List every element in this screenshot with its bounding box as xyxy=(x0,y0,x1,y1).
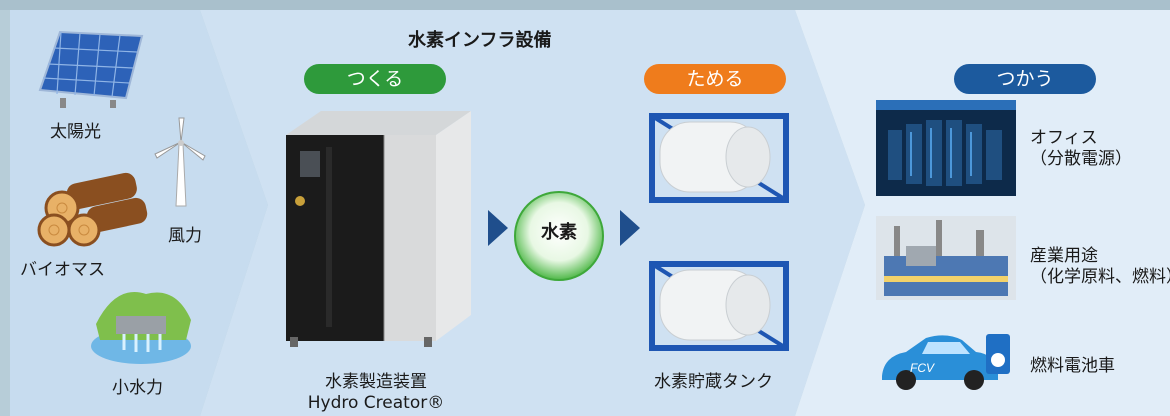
fcv-car-icon: FCV xyxy=(882,334,1010,390)
source-biomass-label: バイオマス xyxy=(20,260,105,280)
svg-text:FCV: FCV xyxy=(910,361,935,375)
small-hydro-icon xyxy=(91,292,191,364)
stage-store-pill: ためる xyxy=(644,64,786,94)
source-wind-label: 風力 xyxy=(168,226,202,246)
hydro-creator-device-icon xyxy=(286,111,471,347)
stage-use-pill: つかう xyxy=(954,64,1096,94)
biomass-logs-icon xyxy=(37,172,148,247)
arrow-right-icon xyxy=(620,210,640,246)
device-name-label: 水素製造装置 Hydro Creator® xyxy=(296,372,456,415)
use-office-label: オフィス （分散電源） xyxy=(1030,128,1132,171)
hydrogen-sphere-icon xyxy=(514,191,604,281)
stage-make-pill: つくる xyxy=(304,64,446,94)
top-strip xyxy=(0,0,1170,10)
storage-tank-icon xyxy=(649,113,789,203)
use-office-note: （分散電源） xyxy=(1030,149,1132,170)
use-fcv-label: 燃料電池車 xyxy=(1030,356,1115,376)
storage-tank-icon xyxy=(649,261,789,351)
use-office-title: オフィス xyxy=(1030,128,1098,148)
device-name-jp: 水素製造装置 xyxy=(325,372,427,392)
hydrogen-label: 水素 xyxy=(541,222,577,243)
use-industry-title: 産業用途 xyxy=(1030,246,1098,266)
use-industry-label: 産業用途 （化学原料、燃料） xyxy=(1030,246,1170,289)
arrow-right-icon xyxy=(488,210,508,246)
diagram-title: 水素インフラ設備 xyxy=(408,30,552,51)
tank-label: 水素貯蔵タンク xyxy=(654,372,773,392)
factory-icon xyxy=(876,216,1016,300)
use-industry-note: （化学原料、燃料） xyxy=(1030,267,1170,288)
source-solar-label: 太陽光 xyxy=(50,122,101,142)
source-hydro-label: 小水力 xyxy=(112,378,163,398)
device-name-en: Hydro Creator® xyxy=(307,393,445,414)
wind-turbine-icon xyxy=(154,117,206,207)
office-servers-icon xyxy=(876,100,1016,196)
solar-panel-icon xyxy=(38,30,144,108)
